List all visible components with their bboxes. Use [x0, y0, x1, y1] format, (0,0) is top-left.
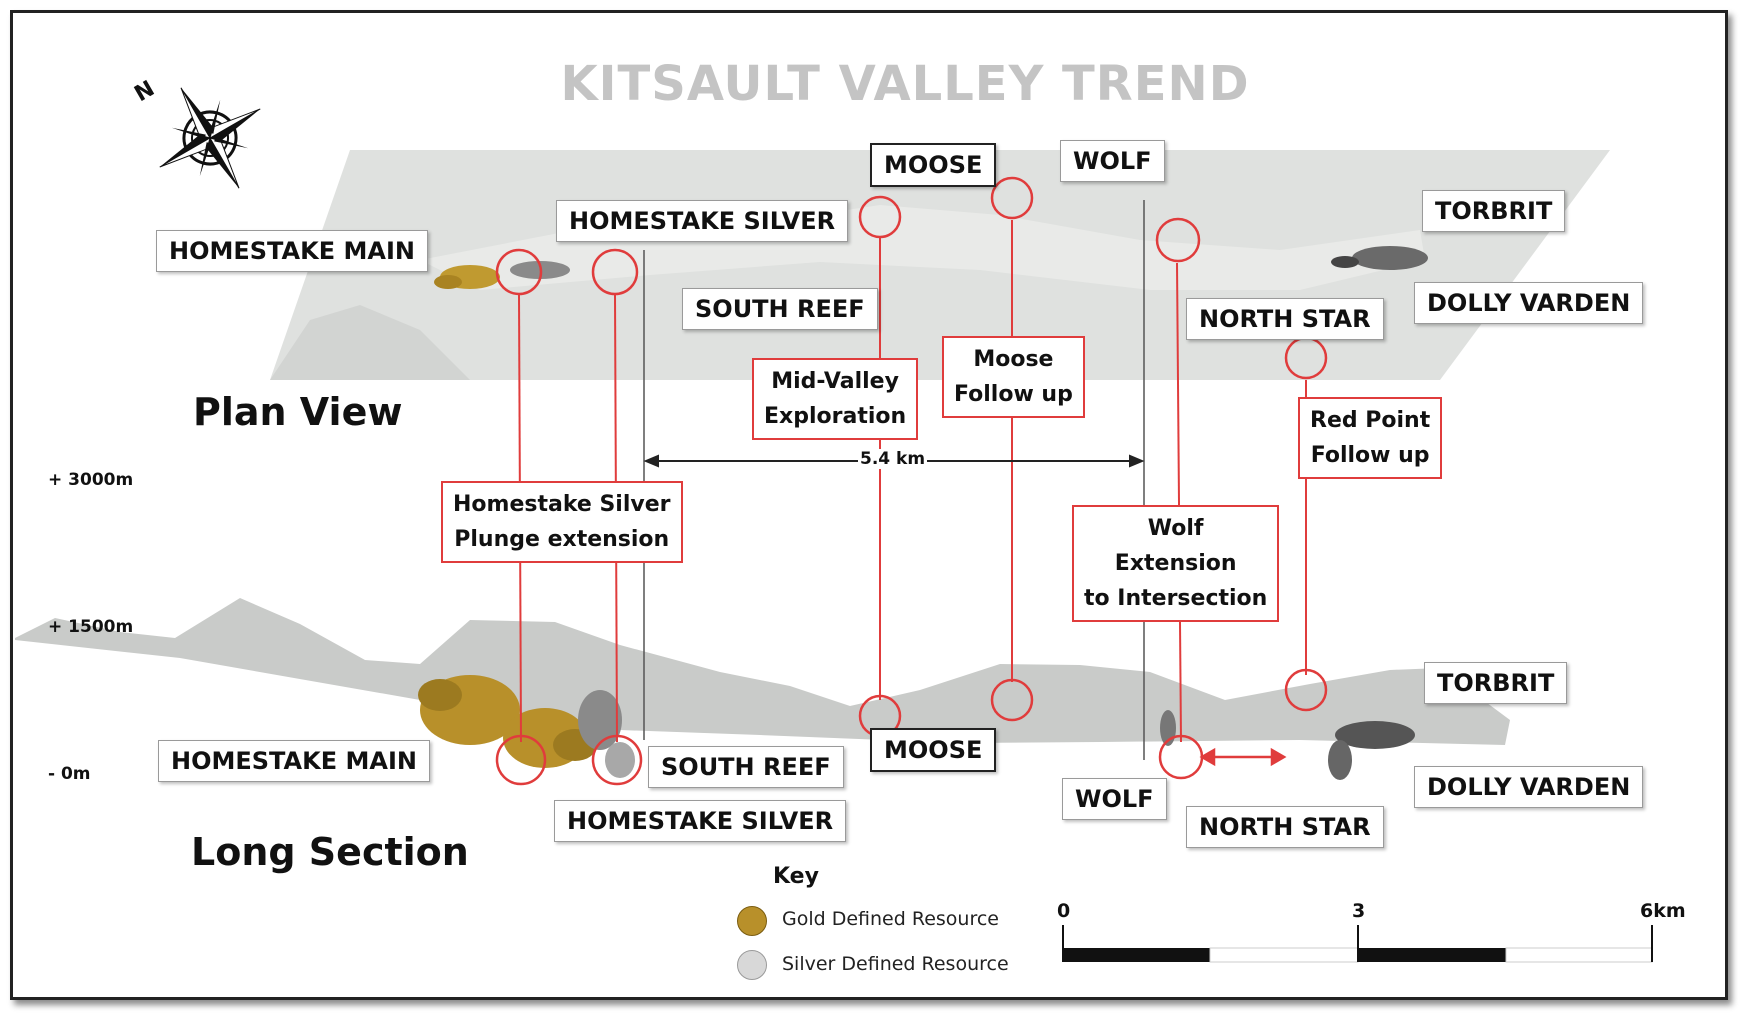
target-circles	[495, 176, 1328, 786]
elevation-3000: + 3000m	[48, 470, 134, 490]
key-gold-label: Gold Defined Resource	[782, 908, 999, 930]
figure-title: KITSAULT VALLEY TREND	[560, 56, 1250, 112]
compass-rose-icon	[159, 87, 261, 189]
plan-label-homestake-silver: HOMESTAKE SILVER	[556, 200, 849, 242]
plan-label-north-star: NORTH STAR	[1186, 298, 1384, 340]
section-silver-resource	[578, 690, 1415, 780]
plan-gold-resource	[434, 265, 500, 289]
plan-label-south-reef: SOUTH REEF	[682, 288, 878, 330]
wolf-north-star-arrow	[1199, 747, 1287, 767]
scale-tick-3: 3	[1352, 900, 1366, 922]
plan-label-torbrit: TORBRIT	[1422, 190, 1566, 232]
plan-view-label: Plan View	[193, 390, 403, 434]
section-terrain	[15, 598, 1510, 745]
plan-label-wolf: WOLF	[1060, 140, 1165, 182]
plan-label-moose: MOOSE	[870, 143, 997, 187]
section-label-wolf: WOLF	[1062, 778, 1167, 820]
gold-swatch	[737, 906, 767, 936]
scale-bar	[1062, 925, 1653, 963]
elevation-0: - 0m	[48, 764, 91, 784]
long-section-label: Long Section	[191, 830, 469, 874]
section-label-south-reef: SOUTH REEF	[648, 746, 844, 788]
section-label-north-star: NORTH STAR	[1186, 806, 1384, 848]
scale-tick-0: 0	[1057, 900, 1071, 922]
scale-tick-6km: 6km	[1640, 900, 1686, 922]
section-label-homestake-silver: HOMESTAKE SILVER	[554, 800, 847, 842]
key-title: Key	[773, 864, 819, 889]
plan-label-dolly-varden: DOLLY VARDEN	[1414, 282, 1644, 324]
key-silver-label: Silver Defined Resource	[782, 953, 1009, 975]
distance-label: 5.4 km	[858, 449, 928, 469]
section-label-homestake-main: HOMESTAKE MAIN	[158, 740, 430, 782]
plan-label-homestake-main: HOMESTAKE MAIN	[156, 230, 428, 272]
elevation-1500: + 1500m	[48, 617, 134, 637]
plan-shade	[270, 305, 470, 380]
section-label-moose: MOOSE	[870, 728, 997, 772]
section-label-torbrit: TORBRIT	[1424, 662, 1568, 704]
silver-swatch	[737, 950, 767, 980]
section-label-dolly-varden: DOLLY VARDEN	[1414, 766, 1644, 808]
